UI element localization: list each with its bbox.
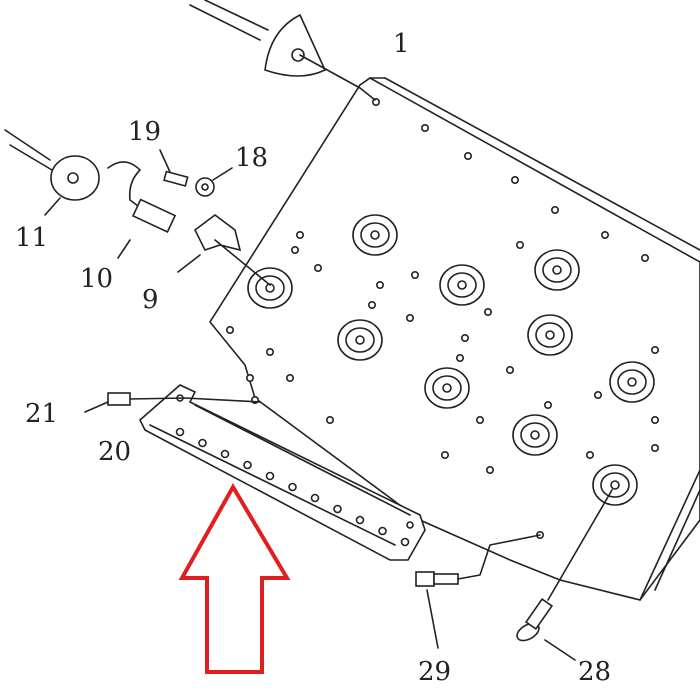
strip-hole [310, 493, 320, 503]
small-hole [650, 443, 659, 452]
label-part-9: 9 [142, 285, 159, 315]
mounting-hole [512, 414, 558, 456]
label-part-20: 20 [98, 437, 131, 467]
label-part-29: 29 [418, 657, 451, 687]
mounting-hole [609, 361, 655, 403]
label-part-28: 28 [578, 657, 611, 687]
mounting-hole [352, 214, 398, 256]
small-hole [650, 345, 659, 354]
highlight-arrow-icon [178, 482, 291, 674]
mounting-hole [592, 464, 638, 506]
mounting-hole [439, 264, 485, 306]
strip-hole [175, 427, 185, 437]
mounting-hole [424, 367, 470, 409]
small-hole [485, 465, 494, 474]
mounting-hole [534, 249, 580, 291]
top-bracket [189, 0, 376, 101]
small-holes [226, 98, 659, 539]
strip-hole [406, 521, 414, 529]
mounting-hole [527, 314, 573, 356]
small-hole [600, 231, 609, 240]
small-hole [515, 241, 524, 250]
small-hole [405, 313, 414, 322]
part-29-screw [415, 534, 541, 649]
small-hole [325, 415, 334, 424]
strip-hole [378, 526, 387, 536]
part-11-washer [4, 129, 100, 216]
mounting-hole [247, 267, 293, 309]
small-hole [475, 415, 484, 424]
small-hole [510, 176, 519, 185]
small-hole [455, 353, 464, 362]
part-18-nut [195, 167, 233, 197]
strip-hole [355, 515, 365, 525]
small-hole [226, 325, 235, 334]
large-mounting-holes [247, 214, 655, 506]
label-part-11: 11 [15, 223, 48, 253]
small-hole [505, 365, 514, 374]
small-hole [410, 270, 419, 279]
small-hole [265, 347, 274, 356]
strip-hole [333, 504, 342, 514]
small-hole [420, 124, 429, 133]
strip-hole [265, 471, 275, 481]
part-10-spring-stud [107, 161, 177, 259]
small-hole [246, 373, 255, 382]
label-part-10: 10 [80, 264, 113, 294]
mounting-hole [337, 319, 383, 361]
small-hole [483, 307, 492, 316]
label-part-21: 21 [25, 399, 58, 429]
small-hole [367, 300, 376, 309]
small-hole [285, 373, 294, 382]
small-hole [440, 450, 449, 459]
strip-hole [198, 438, 207, 448]
small-hole [290, 246, 299, 255]
small-hole [550, 206, 559, 215]
small-hole [295, 231, 304, 240]
strip-hole [400, 537, 410, 547]
part-19-screw [159, 149, 189, 187]
mounting-plate [209, 77, 700, 601]
label-part-19: 19 [128, 117, 161, 147]
small-hole [463, 152, 472, 161]
label-part-1: 1 [393, 29, 410, 59]
small-hole [640, 254, 649, 263]
small-hole [313, 263, 322, 272]
part-21-screw [84, 392, 261, 413]
part-9-clip [177, 214, 271, 286]
part-20-strip [139, 384, 426, 561]
small-hole [593, 390, 602, 399]
strip-hole [288, 482, 297, 492]
label-part-18: 18 [235, 143, 268, 173]
strip-hole [243, 460, 252, 470]
small-hole [543, 400, 552, 409]
small-hole [650, 415, 659, 424]
part-28-screw [516, 489, 613, 661]
small-hole [375, 280, 384, 289]
small-hole [460, 333, 469, 342]
small-hole [585, 450, 594, 459]
strip-hole [220, 449, 230, 459]
